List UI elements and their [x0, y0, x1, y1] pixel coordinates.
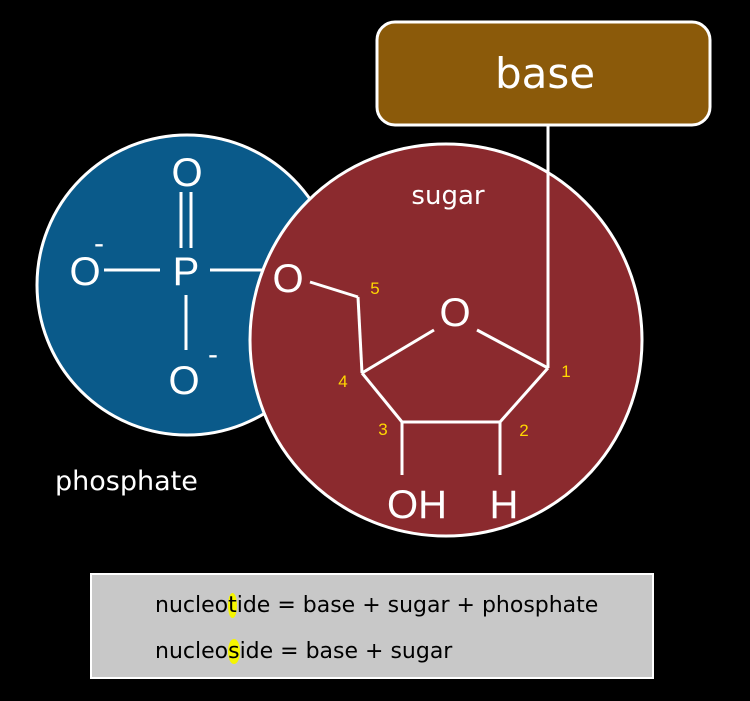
phosphate-label: phosphate	[55, 466, 198, 497]
sugar-label: sugar	[411, 181, 484, 211]
phosphate-minus-left: -	[94, 227, 104, 260]
nucleoside-formula: nucleoside = base + sugar	[155, 639, 452, 664]
carbon-number-1: 1	[561, 362, 570, 381]
phosphate-oxygen-top: O	[171, 151, 202, 195]
nucleotide-suffix: ide = base + sugar + phosphate	[236, 593, 599, 618]
base-label: base	[495, 49, 595, 98]
phosphorus-atom: P	[173, 250, 200, 294]
nucleoside-suffix: ide = base + sugar	[239, 639, 453, 664]
hydroxyl-group: OH	[387, 483, 447, 527]
ring-oxygen: O	[439, 291, 470, 335]
sugar-circle	[248, 142, 644, 538]
nucleotide-highlight: t	[228, 593, 237, 618]
bridging-oxygen: O	[272, 257, 303, 301]
nucleotide-formula: nucleotide = base + sugar + phosphate	[155, 593, 598, 618]
carbon-number-5: 5	[370, 279, 379, 298]
carbon-number-4: 4	[338, 372, 347, 391]
carbon-number-3: 3	[378, 420, 387, 439]
nucleotide-prefix: nucleo	[155, 593, 229, 618]
carbon-number-2: 2	[519, 421, 528, 440]
phosphate-minus-bottom: -	[208, 338, 218, 371]
hydrogen-atom: H	[490, 483, 519, 527]
base-box	[375, 20, 712, 127]
nucleoside-prefix: nucleo	[155, 639, 229, 664]
formula-box: nucleotide = base + sugar + phosphate nu…	[90, 573, 654, 679]
phosphate-oxygen-left: O	[69, 250, 100, 294]
sugar-ring-bonds	[309, 280, 550, 475]
nucleoside-highlight: s	[228, 639, 240, 664]
phosphate-oxygen-bottom: O	[168, 359, 199, 403]
phosphate-bonds	[104, 192, 262, 350]
